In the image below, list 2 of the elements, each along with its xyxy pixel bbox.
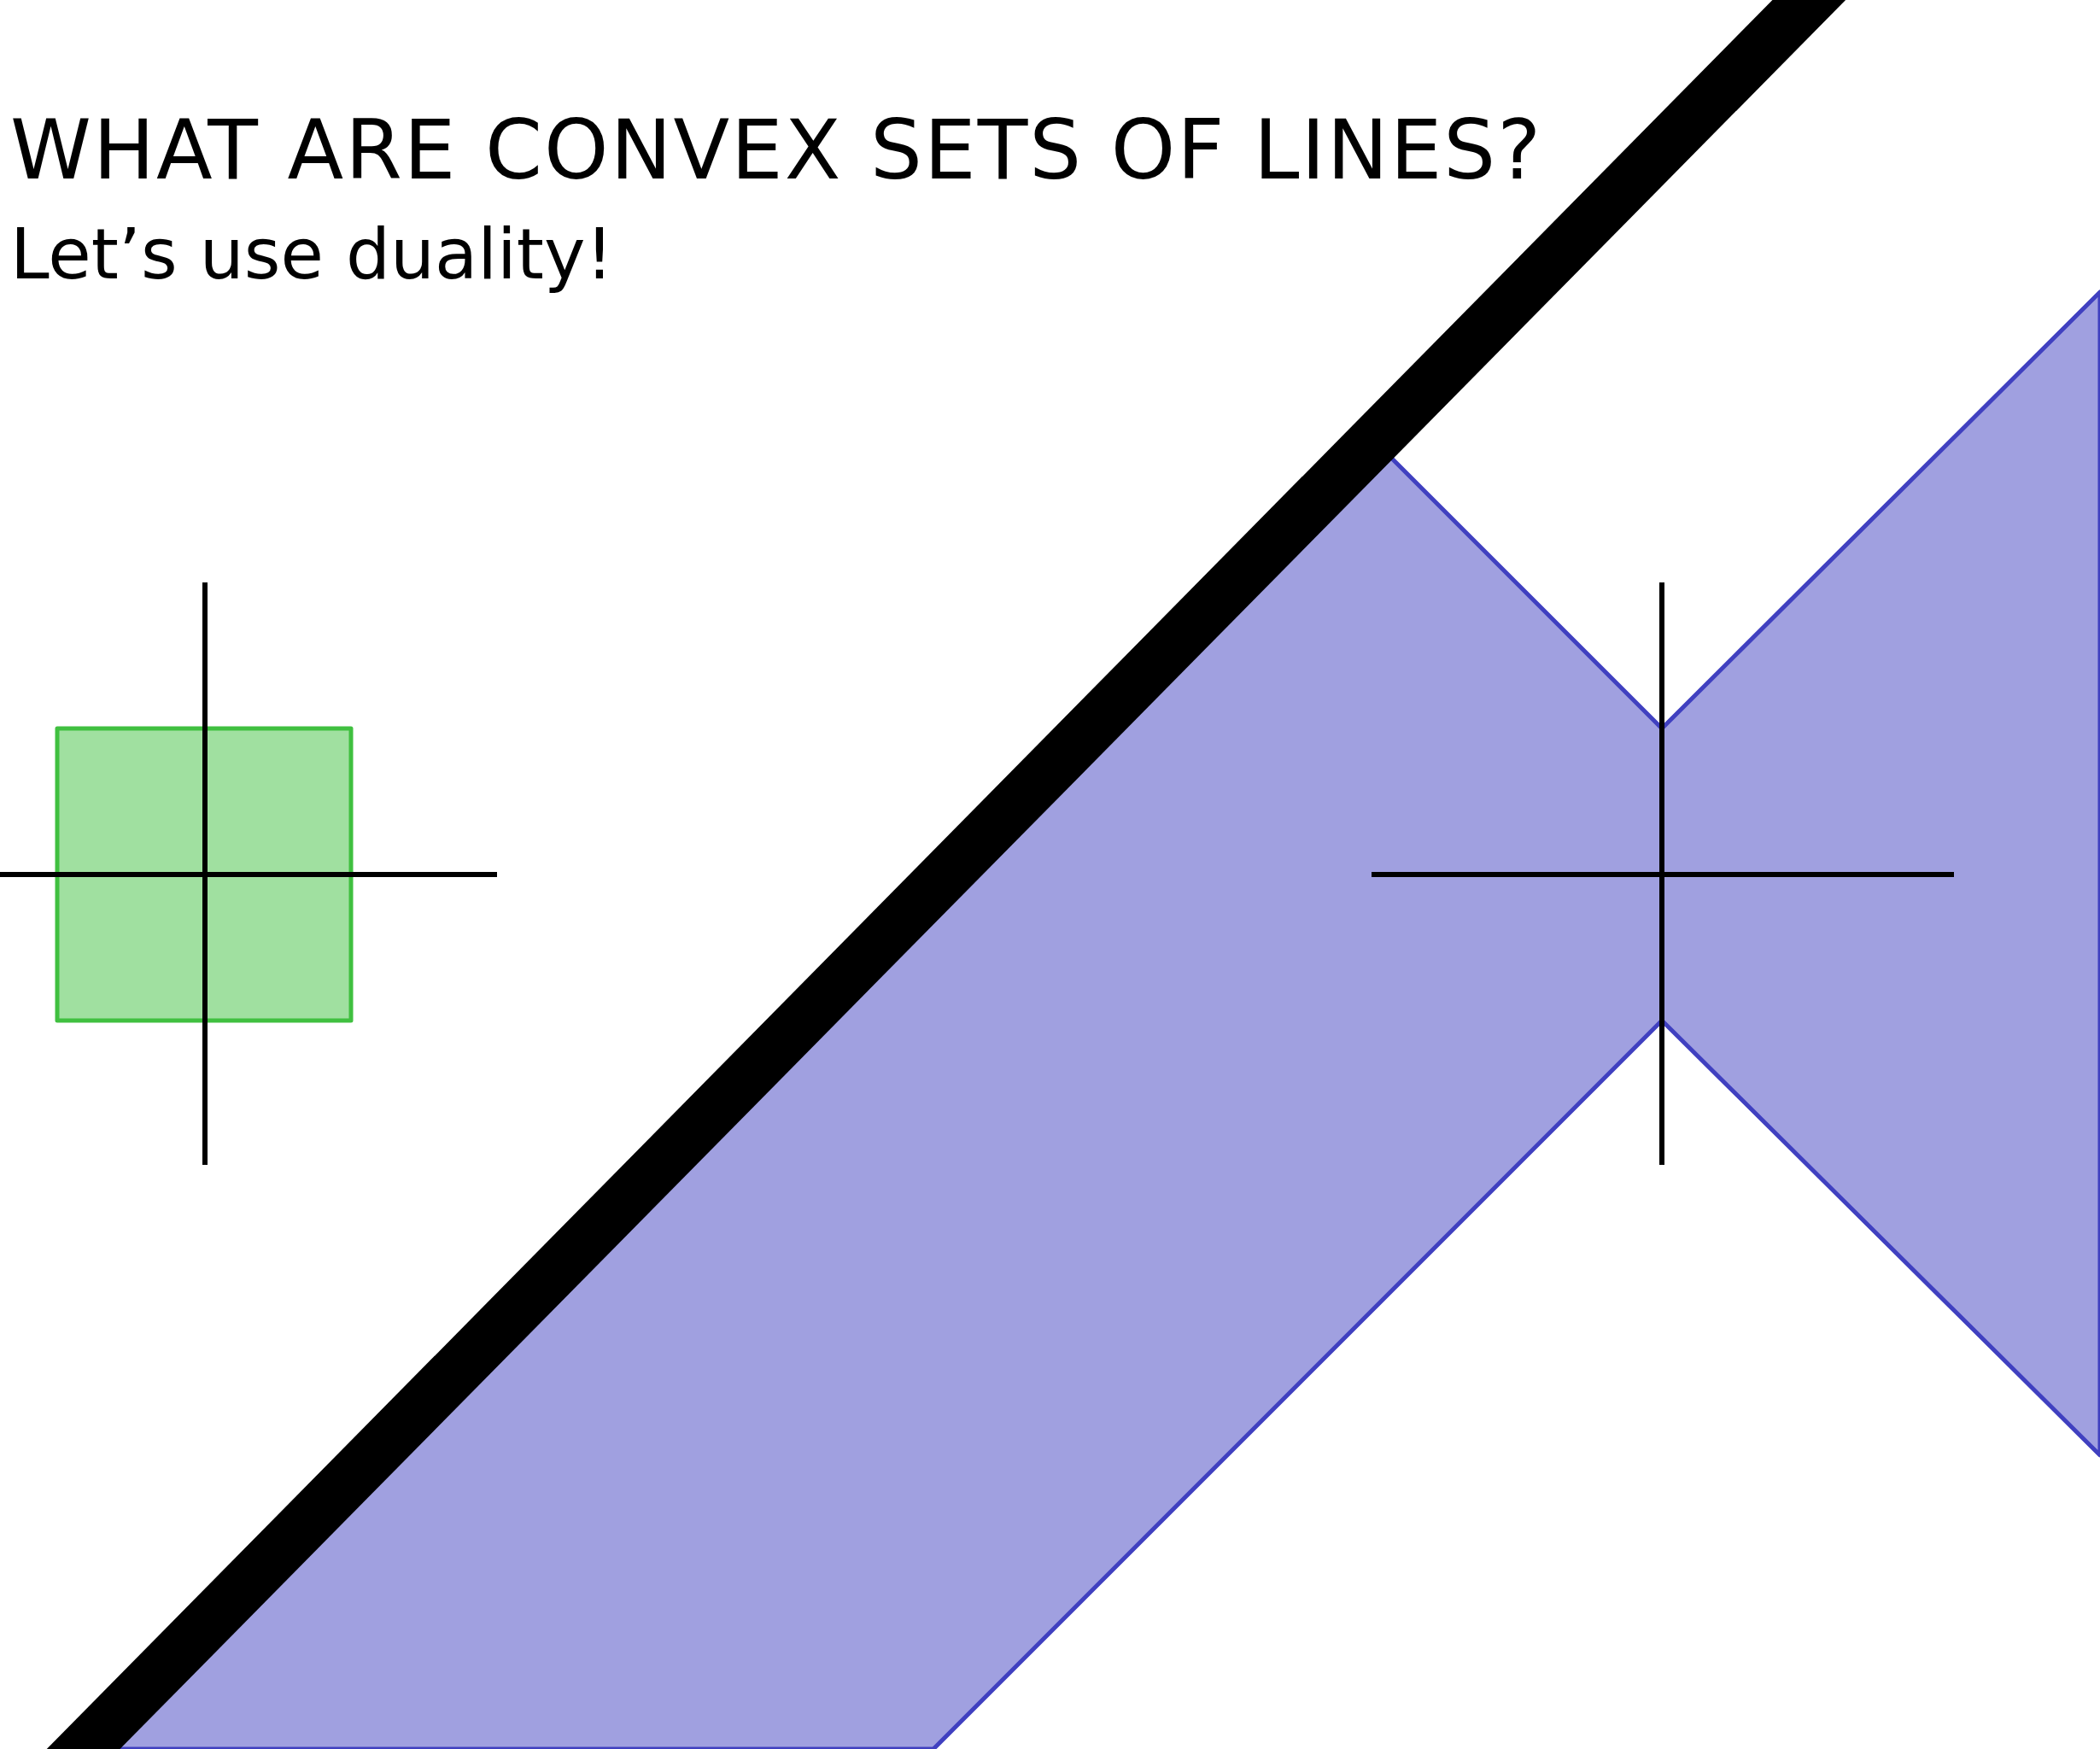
- subtitle: Let’s use duality!: [10, 214, 614, 295]
- slide-title: WHAT ARE CONVEX SETS OF LINES?: [10, 102, 1543, 198]
